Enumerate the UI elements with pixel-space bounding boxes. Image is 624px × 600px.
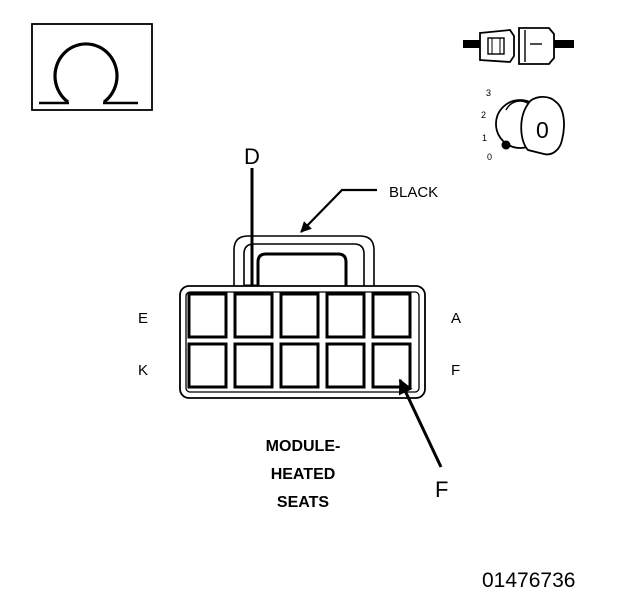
ohmmeter-icon — [31, 23, 153, 111]
pin-cavity-e — [187, 292, 228, 339]
wire-color-label: BLACK — [389, 184, 438, 201]
callout-pin-f: F — [398, 378, 448, 502]
connector-name-line-1: MODULE- — [266, 438, 341, 455]
callout-pin-d: D — [244, 144, 260, 300]
callout-d-label: D — [244, 144, 260, 169]
pin-cavity-k — [187, 342, 228, 389]
connector-housing-inner — [185, 291, 420, 393]
connector-disconnect-icon — [463, 27, 574, 65]
pin-cavity-h — [279, 342, 320, 389]
switch-position-0: 0 — [487, 152, 492, 162]
connector-name: MODULE- HEATED SEATS — [266, 438, 341, 511]
pin-cavity-c — [279, 292, 320, 339]
switch-position-1: 1 — [482, 133, 487, 143]
connector-body — [179, 235, 426, 399]
callout-black-wire: BLACK — [300, 184, 438, 233]
callout-f-label: F — [435, 477, 448, 502]
figure-id: 01476736 — [482, 569, 575, 592]
connector-latch-tab — [256, 252, 348, 291]
pin-label-e: E — [138, 310, 148, 327]
pin-label-a: A — [451, 310, 461, 327]
connector-name-line-2: HEATED — [271, 466, 336, 483]
pin-cavity-b — [325, 292, 366, 339]
connector-name-line-3: SEATS — [277, 494, 329, 511]
callout-f-arrow — [398, 378, 443, 468]
pin-cavity-d — [233, 292, 274, 339]
switch-position-2: 2 — [481, 110, 486, 120]
pin-label-k: K — [138, 362, 148, 379]
ignition-switch-icon: 3 2 1 0 0 — [481, 88, 565, 162]
pin-label-f: F — [451, 362, 460, 379]
switch-position-dot — [501, 140, 511, 150]
connector-latch-inner — [243, 243, 365, 291]
switch-position-3: 3 — [486, 88, 491, 98]
pin-cavity-f — [371, 342, 412, 389]
pin-cavity-a — [371, 292, 412, 339]
connector-latch-outer — [233, 235, 375, 291]
key-position-label: 0 — [536, 117, 549, 143]
pin-cavity-j — [233, 342, 274, 389]
pin-cavity-g — [325, 342, 366, 389]
wire-color-arrow — [300, 188, 377, 233]
